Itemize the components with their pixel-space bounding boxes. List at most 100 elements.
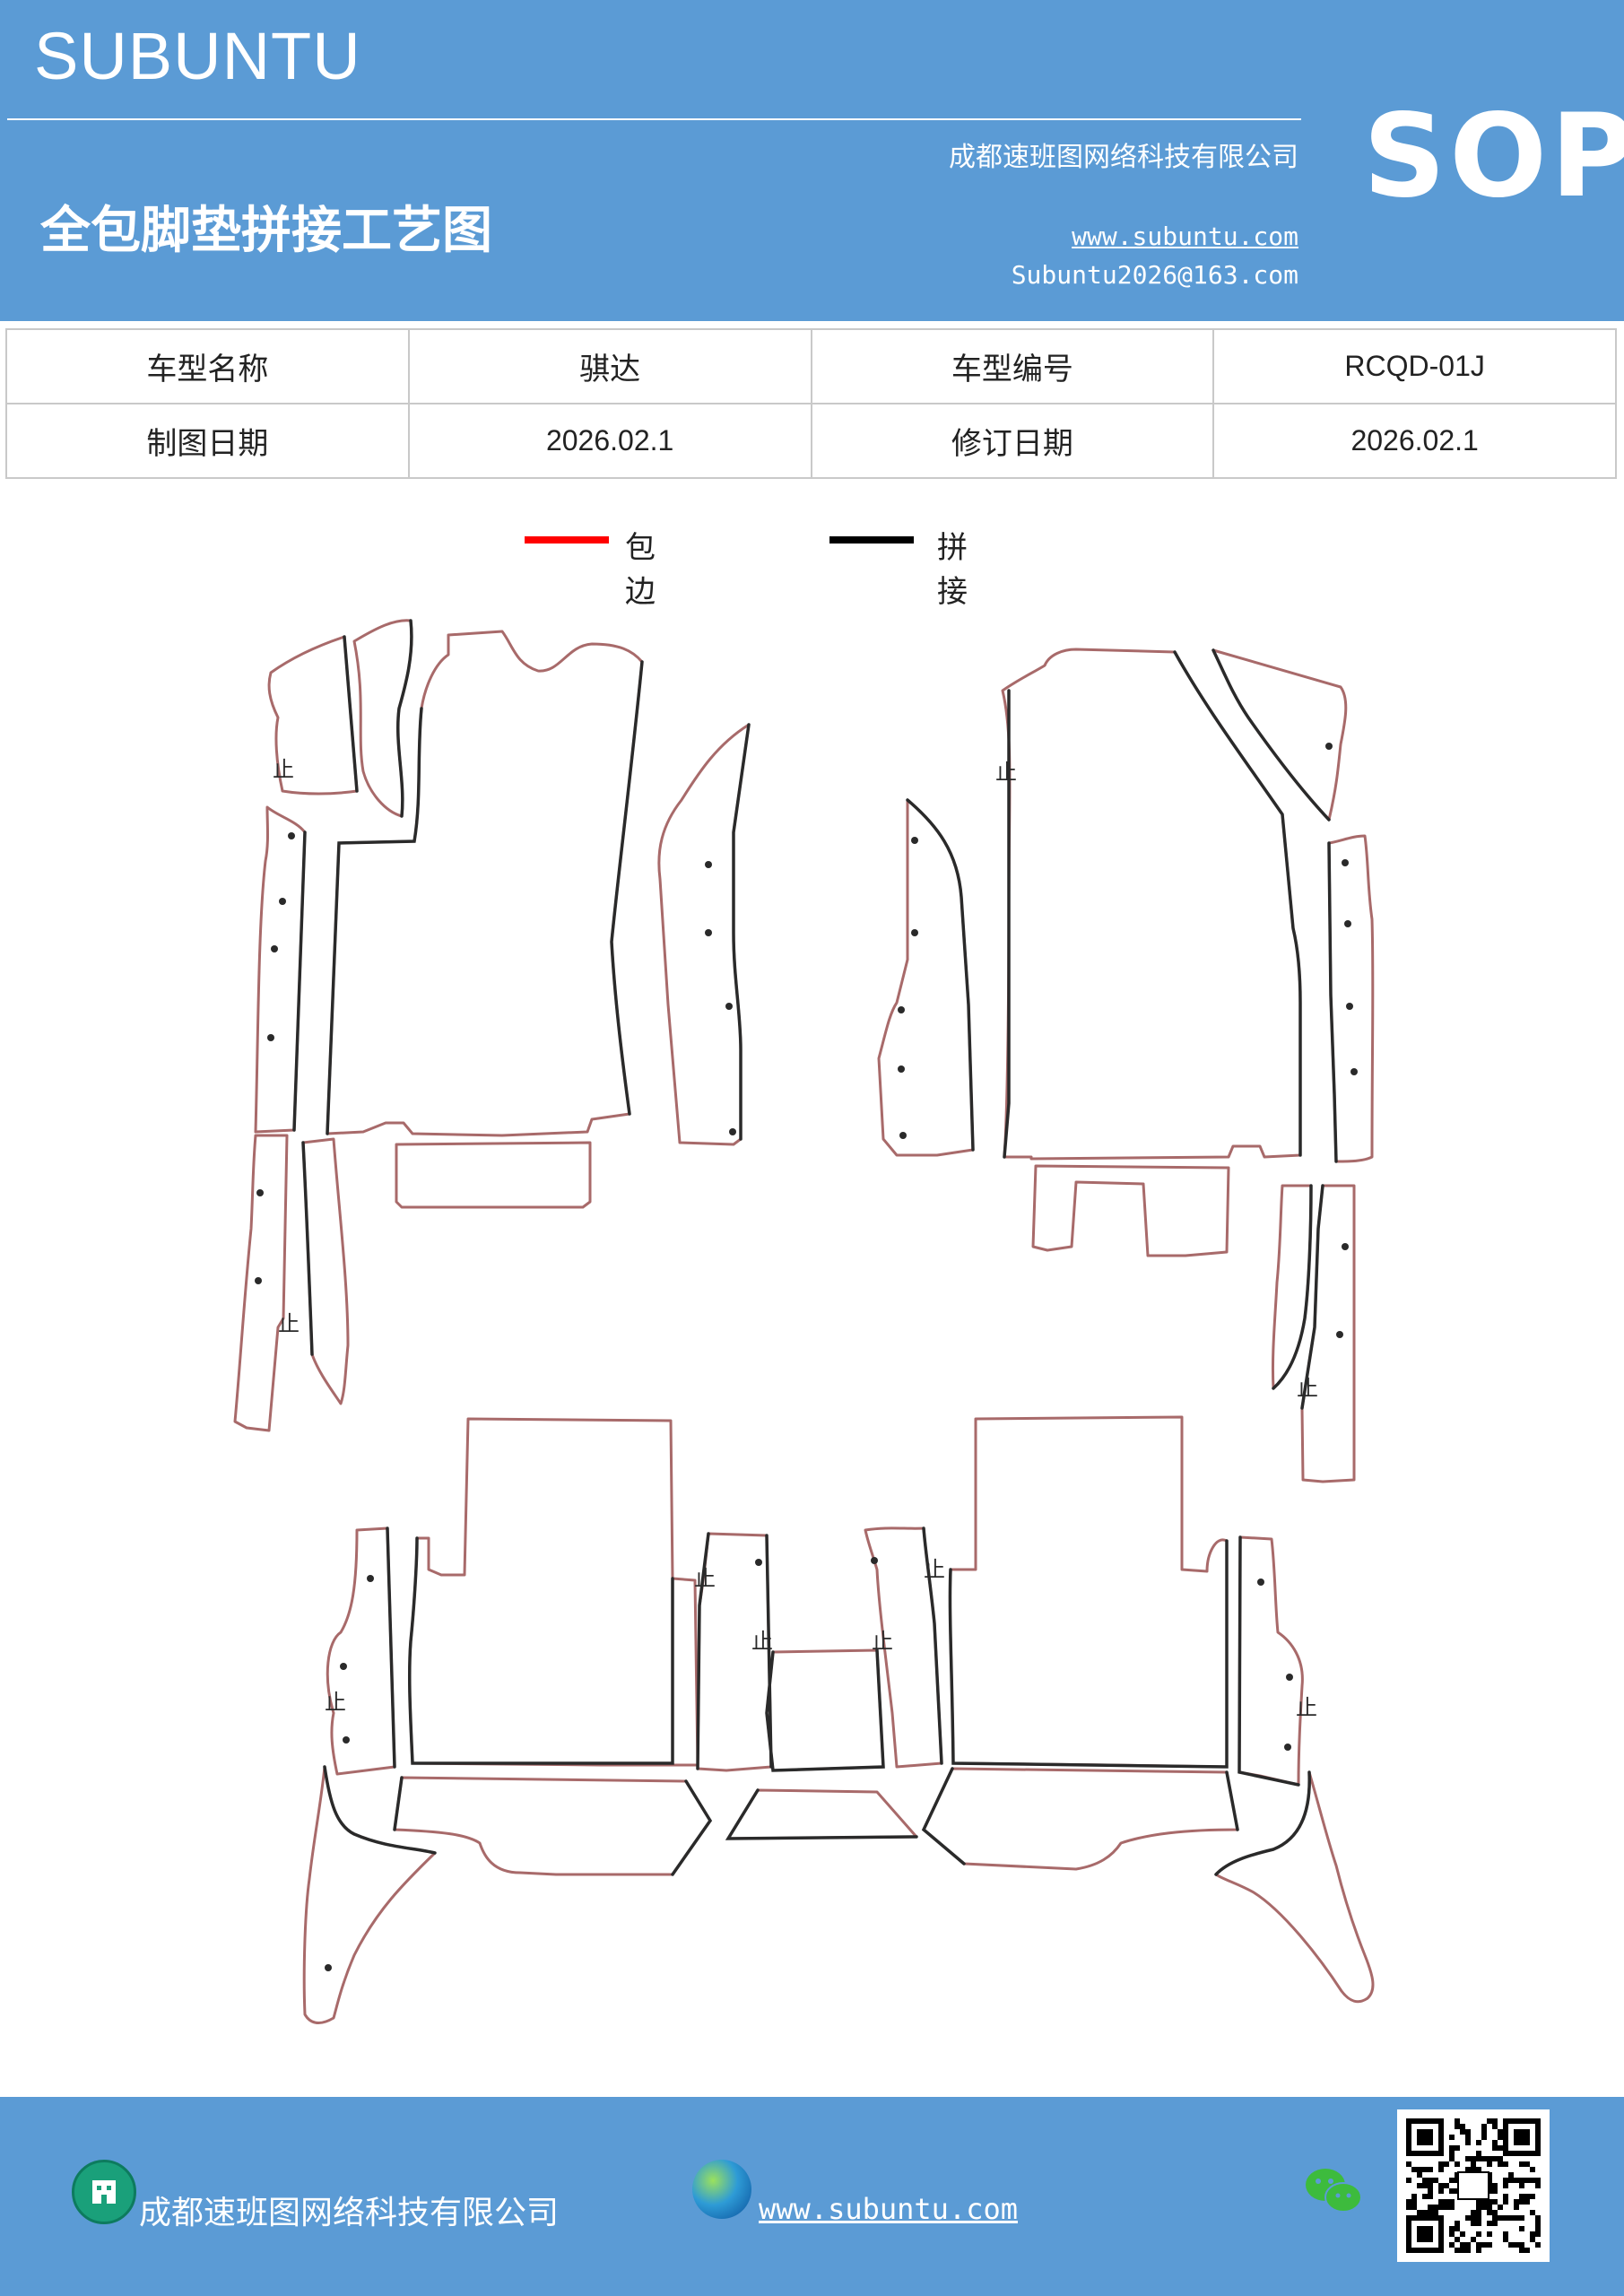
legend-splice-label: 拼接 [937, 530, 968, 610]
footer-website-link[interactable]: www.subuntu.com [759, 2192, 1018, 2226]
legend-splice-swatch [829, 536, 914, 544]
document-title: 全包脚垫拼接工艺图 [40, 201, 492, 260]
seam-line [396, 619, 413, 818]
globe-icon [692, 2160, 751, 2219]
mat-piece [922, 1767, 1239, 1871]
snap-hole [911, 837, 918, 844]
stop-marker: 止 [995, 760, 1017, 785]
snap-hole [1286, 1674, 1293, 1681]
footer-company-name: 成都速班图网络科技有限公司 [139, 2195, 560, 2231]
snap-hole [871, 1557, 878, 1564]
seam-line [326, 707, 423, 1135]
seam-line [1300, 1184, 1324, 1410]
stop-marker: 止 [751, 1629, 773, 1654]
seam-line [301, 1141, 314, 1356]
snap-hole [755, 1559, 762, 1566]
snap-hole [729, 1128, 736, 1135]
snap-hole [898, 1065, 905, 1073]
seam-line [948, 1539, 1229, 1769]
seam-line [1211, 648, 1331, 822]
snap-hole [271, 945, 278, 952]
seam-line [1238, 1535, 1300, 1787]
snap-hole [1342, 1243, 1349, 1250]
snap-hole [256, 1189, 264, 1196]
mat-piece [877, 798, 975, 1157]
floor-mat-splicing-drawing: 止 止 止 止 止 止 止 止 止 止 [233, 619, 1375, 2024]
mat-piece [1031, 1164, 1230, 1257]
mat-piece [1211, 648, 1348, 822]
page-footer: 成都速班图网络科技有限公司 www.subuntu.com [0, 2097, 1624, 2296]
snap-hole [255, 1277, 262, 1284]
revise-date-value: 2026.02.1 [1212, 403, 1617, 479]
snap-hole [1350, 1068, 1358, 1075]
snap-hole [1284, 1744, 1291, 1751]
seam-line [386, 1526, 396, 1769]
snap-hole [705, 929, 712, 936]
model-info-table: 车型名称 骐达 车型编号 RCQD-01J 制图日期 2026.02.1 修订日… [5, 328, 1617, 479]
snap-hole [325, 1964, 332, 1971]
model-code-value: RCQD-01J [1212, 328, 1617, 404]
seam-line [323, 1765, 437, 1855]
snap-holes [255, 743, 1358, 1971]
mat-piece [326, 630, 644, 1137]
legend-binding-label: 包边 [625, 530, 656, 610]
revise-date-label: 修订日期 [810, 403, 1215, 479]
snap-hole [911, 929, 918, 936]
legend-binding-swatch [525, 536, 609, 544]
building-icon [72, 2160, 136, 2224]
model-name-value: 骐达 [407, 328, 812, 404]
draw-date-label: 制图日期 [5, 403, 410, 479]
seam-line [921, 1767, 1239, 1866]
mat-piece [1271, 1184, 1313, 1390]
header-divider [7, 118, 1301, 120]
snap-hole [367, 1575, 374, 1582]
seam-line [765, 1534, 885, 1772]
wechat-icon[interactable] [1302, 2163, 1365, 2217]
mat-piece [948, 1415, 1229, 1769]
mat-piece [233, 1134, 289, 1432]
mat-piece [1214, 1770, 1375, 2004]
website-link[interactable]: www.subuntu.com [1072, 222, 1298, 251]
mat-pieces [233, 619, 1375, 2024]
seam-line [292, 831, 307, 1132]
snap-hole [705, 861, 712, 868]
stop-marker: 止 [278, 1311, 300, 1336]
mat-piece [1327, 834, 1375, 1163]
seam-line [343, 635, 359, 793]
company-name: 成都速班图网络科技有限公司 [949, 142, 1298, 173]
seam-line [610, 660, 644, 1116]
seam-line [1327, 841, 1338, 1163]
snap-hole [288, 832, 295, 839]
stop-marker: 止 [1297, 1376, 1318, 1401]
seam-line [1272, 1184, 1313, 1390]
mat-piece [864, 1526, 943, 1769]
seam-line [906, 798, 975, 1152]
table-row: 制图日期 2026.02.1 修订日期 2026.02.1 [5, 403, 1617, 479]
snap-hole [279, 898, 286, 905]
qr-code [1397, 2109, 1550, 2262]
table-row: 车型名称 骐达 车型编号 RCQD-01J [5, 328, 1617, 404]
model-code-label: 车型编号 [810, 328, 1215, 404]
stop-marker: 止 [325, 1690, 346, 1715]
mat-piece [765, 1648, 885, 1772]
stop-marker: 止 [1296, 1695, 1317, 1720]
seam-line [1173, 650, 1302, 1157]
seam-line [922, 1526, 943, 1765]
snap-hole [725, 1003, 733, 1010]
stop-marker: 止 [924, 1557, 945, 1582]
seam-line [725, 1788, 918, 1840]
mat-piece [408, 1417, 699, 1767]
mat-piece [1238, 1535, 1304, 1787]
mat-piece [267, 635, 359, 796]
seam-line [732, 723, 751, 1141]
mat-piece [326, 1526, 396, 1776]
snap-hole [1346, 1003, 1353, 1010]
seam-line [393, 1776, 713, 1876]
draw-date-value: 2026.02.1 [407, 403, 812, 479]
snap-hole [267, 1034, 274, 1041]
seam-line [407, 1536, 674, 1765]
stop-marker: 止 [694, 1566, 716, 1591]
mat-piece [726, 1788, 918, 1840]
snap-hole [899, 1132, 907, 1139]
seam-line [1003, 689, 1011, 1159]
